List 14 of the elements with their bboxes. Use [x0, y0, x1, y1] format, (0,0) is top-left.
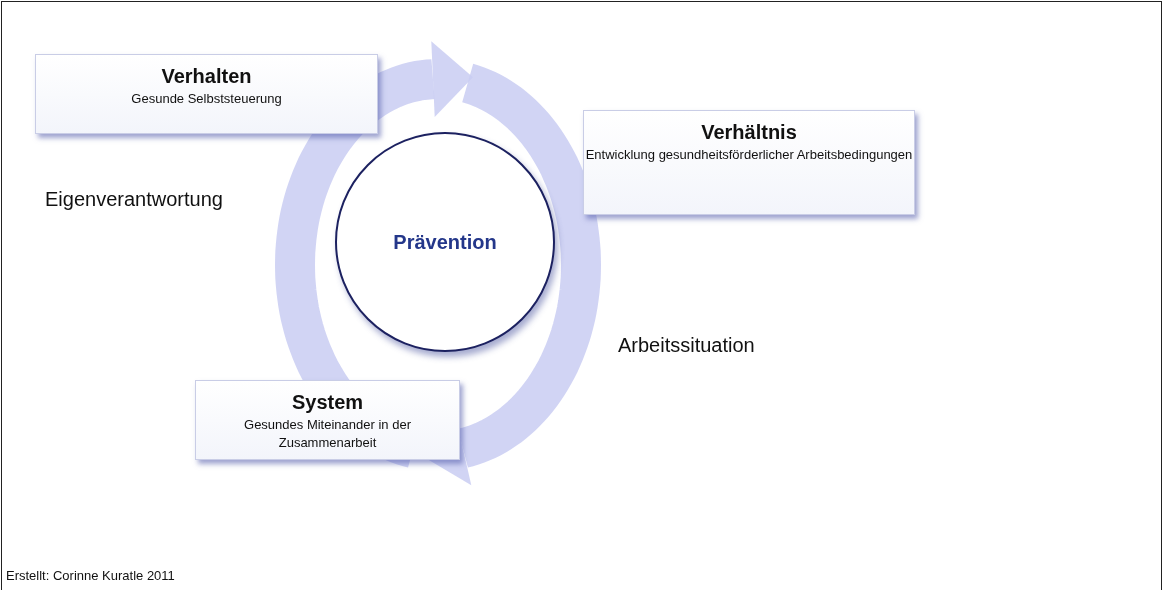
center-circle	[335, 132, 555, 352]
credit-note: Erstellt: Corinne Kuratle 2011	[6, 568, 175, 583]
side-label: Arbeitssituation	[618, 334, 755, 357]
circle-title: Prävention	[393, 230, 497, 254]
side-label: Eigenverantwortung	[45, 188, 223, 211]
card-subtitle: Gesunde Selbststeuerung	[131, 90, 282, 108]
card-title: Verhalten	[161, 65, 252, 88]
card-title: Verhältnis	[701, 121, 797, 144]
text-card	[195, 380, 460, 460]
card-subtitle: Entwicklung gesundheitsförderlicher Arbeitsbedingungen	[585, 146, 913, 164]
card-title: System	[291, 391, 364, 414]
text-card	[35, 54, 378, 134]
text-card	[583, 110, 915, 215]
card-subtitle: Gesundes Miteinander in der Zusammenarbeit	[243, 416, 412, 453]
